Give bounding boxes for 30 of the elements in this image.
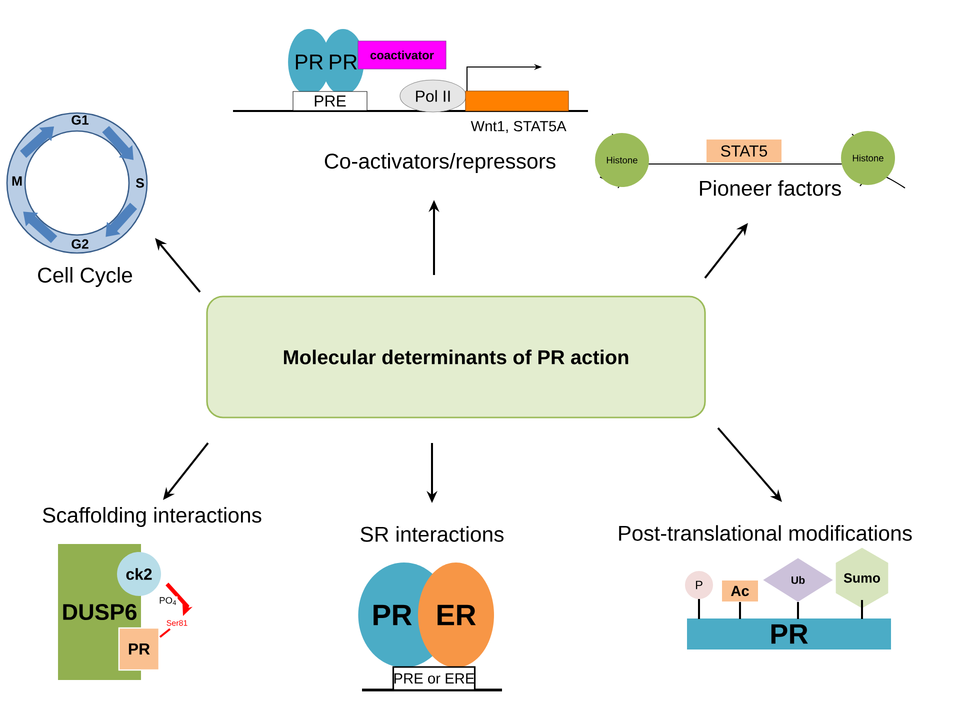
phase-label: M (12, 176, 22, 186)
element-box: PRE (292, 91, 368, 111)
node-label: PR (296, 54, 323, 70)
modification-hexagon: Sumo (836, 548, 888, 608)
site-label: Ser81 (166, 620, 188, 626)
heading: Co-activators/repressors (324, 153, 556, 173)
phase-label: G2 (72, 239, 88, 249)
connector-line (861, 600, 863, 619)
heading: Post-translational modifications (619, 525, 912, 541)
central-box: Molecular determinants of PR action (206, 296, 706, 418)
edge-label: PO$_{4}$ (158, 596, 178, 606)
node-label: PR (330, 54, 357, 70)
connector-line (797, 602, 799, 619)
connector-line (698, 599, 700, 619)
coactivator-box: coactivator (358, 40, 446, 70)
gene-box (465, 90, 569, 112)
connector-line (739, 602, 741, 619)
heading: Pioneer factors (700, 180, 841, 196)
heading: Cell Cycle (38, 267, 132, 287)
gene-label: Wnt1, STAT5A (470, 120, 566, 134)
phase-label: G1 (72, 115, 89, 125)
factor-box: STAT5 (706, 140, 782, 162)
element-box: PRE or ERE (392, 666, 476, 691)
modification-box: Ac (722, 580, 758, 602)
protein-bar: PR (687, 618, 891, 650)
heading: SR interactions (360, 526, 504, 542)
protein-box: PR (118, 627, 160, 671)
connector-line (159, 628, 171, 638)
heading: Scaffolding interactions (42, 507, 262, 527)
phase-label: S (136, 178, 144, 188)
